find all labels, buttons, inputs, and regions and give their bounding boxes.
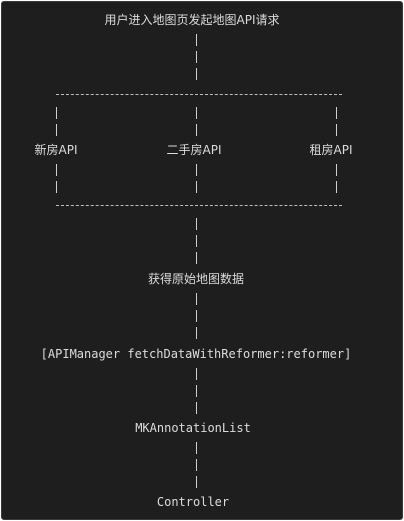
connector-raw-3 — [196, 252, 197, 264]
connector-controller-2 — [196, 459, 197, 471]
connector-title-1 — [196, 34, 197, 46]
branch-right-pipe-3 — [336, 164, 337, 176]
step-annotation-list: MKAnnotationList — [135, 421, 251, 435]
connector-list-1 — [196, 368, 197, 380]
connector-call-3 — [196, 327, 197, 339]
connector-raw-2 — [196, 235, 197, 247]
branch-right-pipe-1 — [336, 107, 337, 119]
step-fetch-data-call: [APIManager fetchDataWithReformer:reform… — [40, 347, 352, 361]
branch-second-hand-api: 二手房API — [166, 143, 222, 157]
branch-right-pipe-4 — [336, 181, 337, 193]
branch-right-pipe-2 — [336, 124, 337, 136]
connector-controller-1 — [196, 442, 197, 454]
connector-call-1 — [196, 293, 197, 305]
step-controller: Controller — [156, 495, 230, 509]
connector-list-2 — [196, 385, 197, 397]
connector-call-2 — [196, 310, 197, 322]
branch-left-pipe-4 — [56, 181, 57, 193]
branch-mid-pipe-2 — [196, 124, 197, 136]
connector-title-2 — [196, 51, 197, 63]
connector-controller-3 — [196, 476, 197, 488]
top-dashed-divider — [56, 94, 342, 95]
connector-title-3 — [196, 68, 197, 80]
branch-left-pipe-2 — [56, 124, 57, 136]
branch-mid-pipe-3 — [196, 164, 197, 176]
branch-left-pipe-1 — [56, 107, 57, 119]
request-title: 用户进入地图页发起地图API请求 — [104, 13, 280, 27]
bottom-dashed-divider — [56, 205, 342, 206]
branch-new-house-api: 新房API — [34, 143, 78, 157]
connector-raw-1 — [196, 218, 197, 230]
branch-left-pipe-3 — [56, 164, 57, 176]
step-raw-map-data: 获得原始地图数据 — [147, 272, 245, 286]
connector-list-3 — [196, 402, 197, 414]
branch-rental-api: 租房API — [309, 143, 353, 157]
branch-mid-pipe-4 — [196, 181, 197, 193]
branch-mid-pipe-1 — [196, 107, 197, 119]
